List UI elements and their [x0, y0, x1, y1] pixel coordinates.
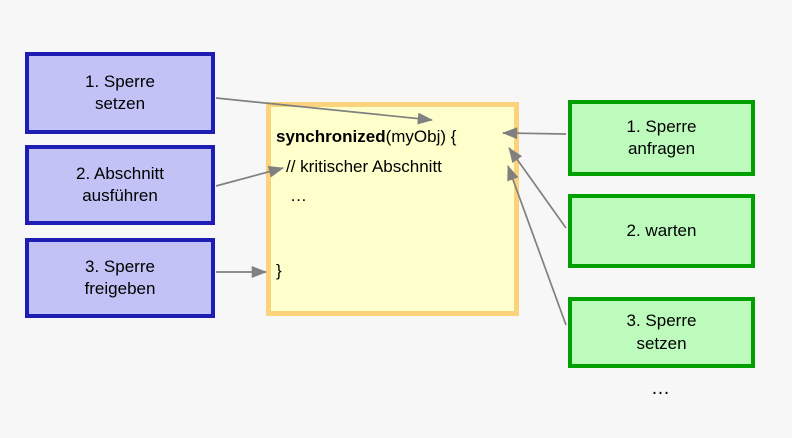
code-line-critical-section-comment: // kritischer Abschnitt	[286, 157, 442, 176]
lock-box-sperre-anfragen[interactable]: 1. Sperre anfragen	[568, 100, 755, 176]
step-box-sperre-freigeben-line1: 3. Sperre	[85, 256, 155, 276]
lock-box-sperre-anfragen-line2: anfragen	[627, 139, 696, 158]
code-line-closing-brace: }	[276, 261, 282, 280]
code-line-synchronized-header: synchronized(myObj) {	[276, 127, 456, 147]
step-box-sperre-freigeben-line2: freigeben	[84, 279, 156, 298]
step-box-abschnitt-ausfuehren-line1: 2. Abschnitt	[76, 163, 164, 183]
step-box-sperre-setzen-line1: 1. Sperre	[85, 71, 155, 91]
lock-box-sperre-setzen-line1: 3. Sperre	[626, 311, 697, 331]
step-box-sperre-setzen-line2: setzen	[94, 94, 146, 113]
step-box-sperre-setzen[interactable]: 1. Sperre setzen	[25, 52, 215, 134]
lock-box-sperre-setzen[interactable]: 3. Sperre setzen	[568, 297, 755, 368]
keyword-synchronized: synchronized	[276, 127, 386, 146]
lock-box-warten[interactable]: 2. warten	[568, 194, 755, 268]
lock-box-sperre-anfragen-line1: 1. Sperre	[626, 116, 697, 136]
lock-box-sperre-setzen-line2: setzen	[636, 333, 687, 353]
step-box-abschnitt-ausfuehren-line2: ausführen	[82, 186, 158, 205]
lock-box-warten-line1: 2. warten	[626, 220, 697, 240]
code-line-ellipsis: …	[290, 186, 309, 205]
step-box-abschnitt-ausfuehren[interactable]: 2. Abschnitt ausführen	[25, 145, 215, 225]
lock-column-ellipsis: …	[651, 378, 672, 399]
code-arguments: (myObj) {	[385, 127, 457, 146]
step-box-sperre-freigeben[interactable]: 3. Sperre freigeben	[25, 238, 215, 318]
